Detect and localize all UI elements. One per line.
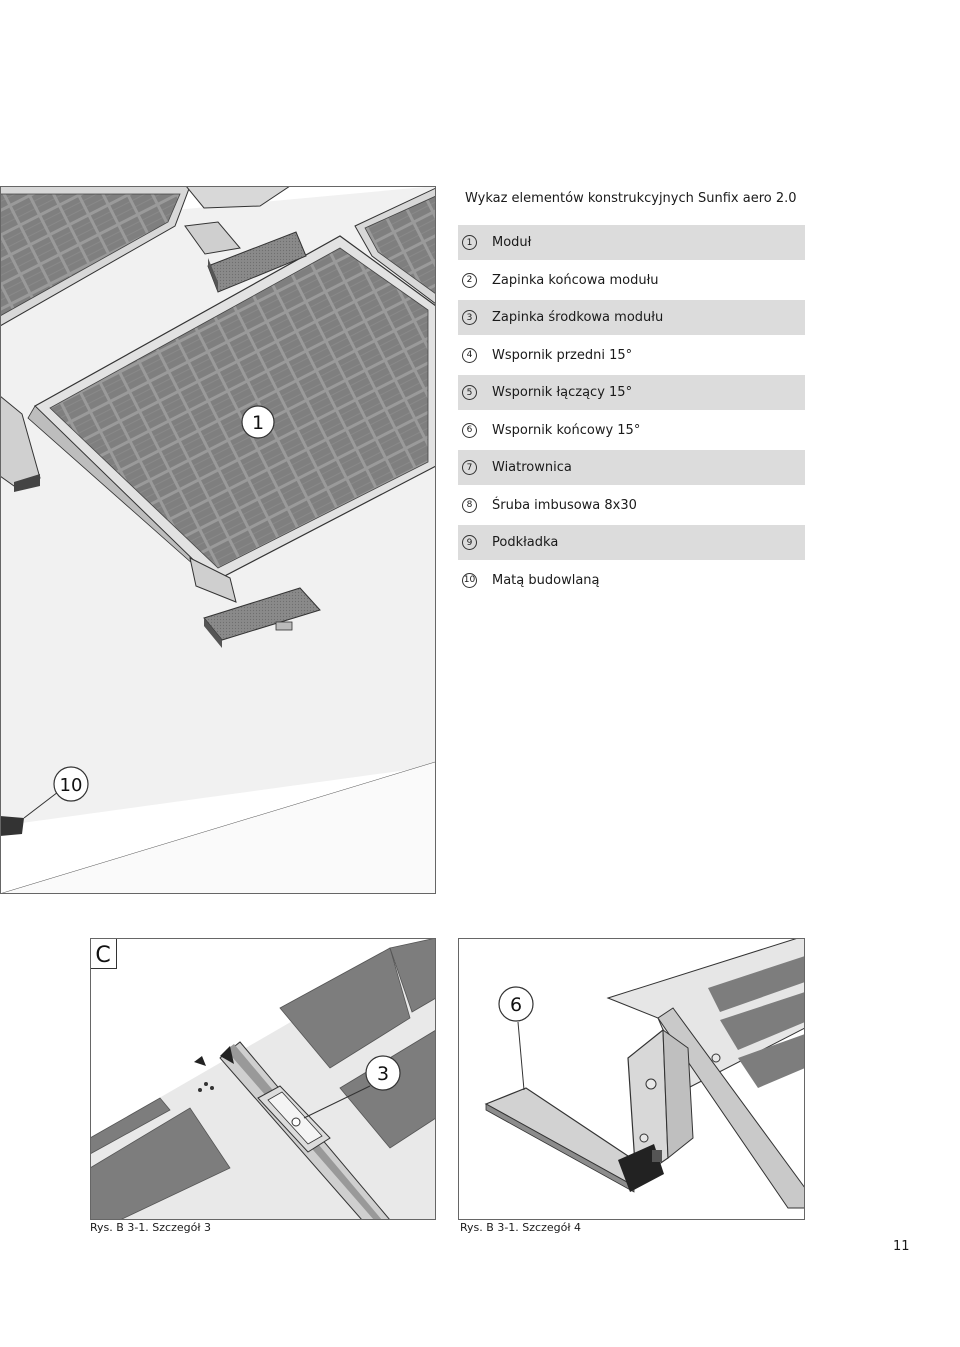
list-item: 7 Wiatrownica	[458, 450, 805, 485]
detail-3-illustration: 3 C	[90, 938, 436, 1220]
list-item: 1 Moduł	[458, 225, 805, 260]
callout-mat-label: 10	[60, 775, 83, 796]
detail-4-bracket	[627, 1028, 721, 1182]
part-number: 3	[462, 310, 477, 325]
part-name: Zapinka środkowa modułu	[492, 310, 664, 325]
section-letter-box: C	[90, 938, 117, 969]
part-number: 8	[462, 497, 477, 513]
left-support	[0, 395, 41, 492]
list-item: 3 Zapinka środkowa modułu	[458, 300, 805, 335]
part-number: 6	[462, 422, 477, 438]
part-name: Moduł	[492, 235, 532, 250]
detail-3-clamp	[257, 1085, 331, 1153]
part-name: Wspornik przedni 15°	[492, 347, 633, 363]
part-number: 5	[462, 385, 477, 400]
list-item: 6 Wspornik końcowy 15°	[458, 413, 805, 448]
panel-top-middle	[185, 186, 291, 209]
part-name: Śruba imbusowa 8x30	[492, 497, 637, 513]
part-number: 1	[462, 235, 477, 250]
list-item: 4 Wspornik przedni 15°	[458, 338, 805, 373]
detail-4-foot-clip	[618, 1144, 664, 1192]
parts-list: 1 Moduł 2 Zapinka końcowa modułu 3 Zapin…	[458, 225, 805, 600]
page-number: 11	[893, 1239, 910, 1254]
parts-list-title: Wykaz elementów konstrukcyjnych Sunfix a…	[465, 191, 797, 206]
front-support-top	[184, 221, 307, 293]
callout-clamp: 3	[365, 1055, 401, 1091]
part-name: Zapinka końcowa modułu	[492, 272, 659, 288]
part-name: Wspornik końcowy 15°	[492, 422, 641, 438]
figure-caption-detail-3: Rys. B 3-1. Szczegół 3	[90, 1221, 211, 1234]
panel-top-right	[354, 187, 436, 305]
list-item: 9 Podkładka	[458, 525, 805, 560]
section-letter: C	[95, 943, 110, 968]
callout-end-support-label: 6	[510, 994, 522, 1016]
panel-top-left	[0, 186, 191, 327]
callout-clamp-label: 3	[377, 1063, 389, 1085]
part-name: Wiatrownica	[492, 460, 572, 475]
part-name: Podkładka	[492, 535, 559, 550]
part-number: 4	[462, 347, 477, 363]
module-main	[27, 235, 436, 589]
callout-end-support: 6	[498, 986, 534, 1022]
detail-3-panel-left	[90, 1097, 231, 1220]
part-name: Wspornik łączący 15°	[492, 385, 633, 400]
list-item: 5 Wspornik łączący 15°	[458, 375, 805, 410]
list-item: 10 Matą budowlaną	[458, 563, 805, 598]
part-number: 7	[462, 460, 477, 475]
list-item: 8 Śruba imbusowa 8x30	[458, 488, 805, 523]
part-number: 9	[462, 535, 477, 550]
callout-mat: 10	[53, 766, 89, 802]
callout-module-label: 1	[252, 412, 264, 434]
callout-module: 1	[241, 405, 275, 439]
part-number: 10	[462, 572, 477, 588]
solar-array-illustration: 1 10	[0, 186, 436, 894]
figure-caption-detail-4: Rys. B 3-1. Szczegół 4	[460, 1221, 581, 1234]
mat-strip	[0, 816, 24, 836]
part-name: Matą budowlaną	[492, 572, 600, 588]
part-number: 2	[462, 272, 477, 288]
detail-4-illustration: 6	[458, 938, 805, 1220]
list-item: 2 Zapinka końcowa modułu	[458, 263, 805, 298]
rear-support-bottom	[189, 557, 321, 648]
detail-4-panel	[606, 938, 805, 1209]
